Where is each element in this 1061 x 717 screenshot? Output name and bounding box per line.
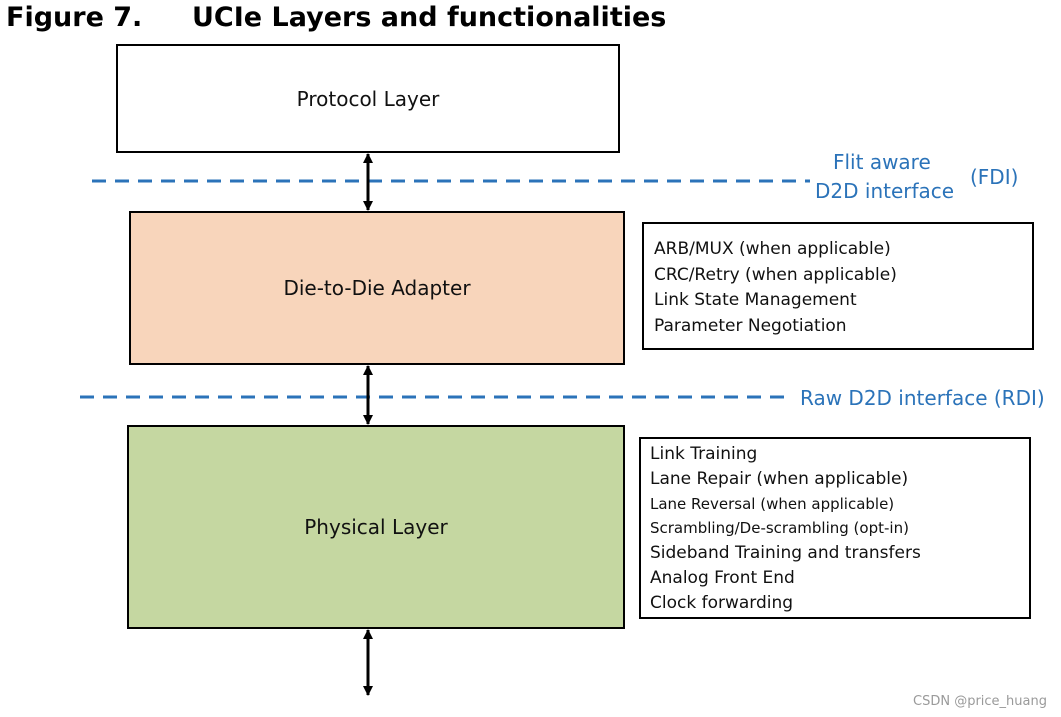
protocol-layer-label: Protocol Layer: [296, 86, 440, 111]
list-item: Link State Management: [654, 290, 857, 310]
list-item: ARB/MUX (when applicable): [654, 239, 891, 259]
physical-layer-label: Physical Layer: [304, 515, 448, 539]
fdi-abbreviation: (FDI): [970, 165, 1019, 189]
protocol-layer-box: Protocol Layer: [116, 44, 620, 153]
list-item: Sideband Training and transfers: [650, 543, 921, 564]
adapter-label: Die-to-Die Adapter: [283, 276, 471, 300]
fdi-label-line1: Flit aware: [833, 150, 931, 174]
figure-title-text: UCIe Layers and functionalities: [192, 2, 667, 33]
list-item: Analog Front End: [650, 567, 795, 588]
rdi-label: Raw D2D interface (RDI): [800, 386, 1045, 410]
list-item: Lane Reversal (when applicable): [650, 494, 895, 513]
list-item: Parameter Negotiation: [654, 315, 847, 336]
watermark: CSDN @price_huang: [913, 694, 1047, 709]
list-item: Scrambling/De-scrambling (opt-in): [650, 519, 909, 538]
list-item: Link Training: [650, 444, 758, 464]
die-to-die-adapter-box: Die-to-Die Adapter: [129, 211, 625, 365]
physical-layer-box: Physical Layer: [127, 425, 625, 629]
list-item: Lane Repair (when applicable): [650, 468, 909, 489]
fdi-label-line2: D2D interface: [815, 179, 955, 203]
list-item: CRC/Retry (when applicable): [654, 264, 897, 285]
physical-functions-list: Link Training Lane Repair (when applicab…: [639, 437, 1031, 619]
figure-number: Figure 7.: [6, 2, 143, 33]
figure-title: Figure 7. UCIe Layers and functionalities: [6, 1, 666, 35]
list-item: Clock forwarding: [650, 592, 794, 613]
adapter-functions-list: ARB/MUX (when applicable) CRC/Retry (whe…: [642, 222, 1034, 350]
